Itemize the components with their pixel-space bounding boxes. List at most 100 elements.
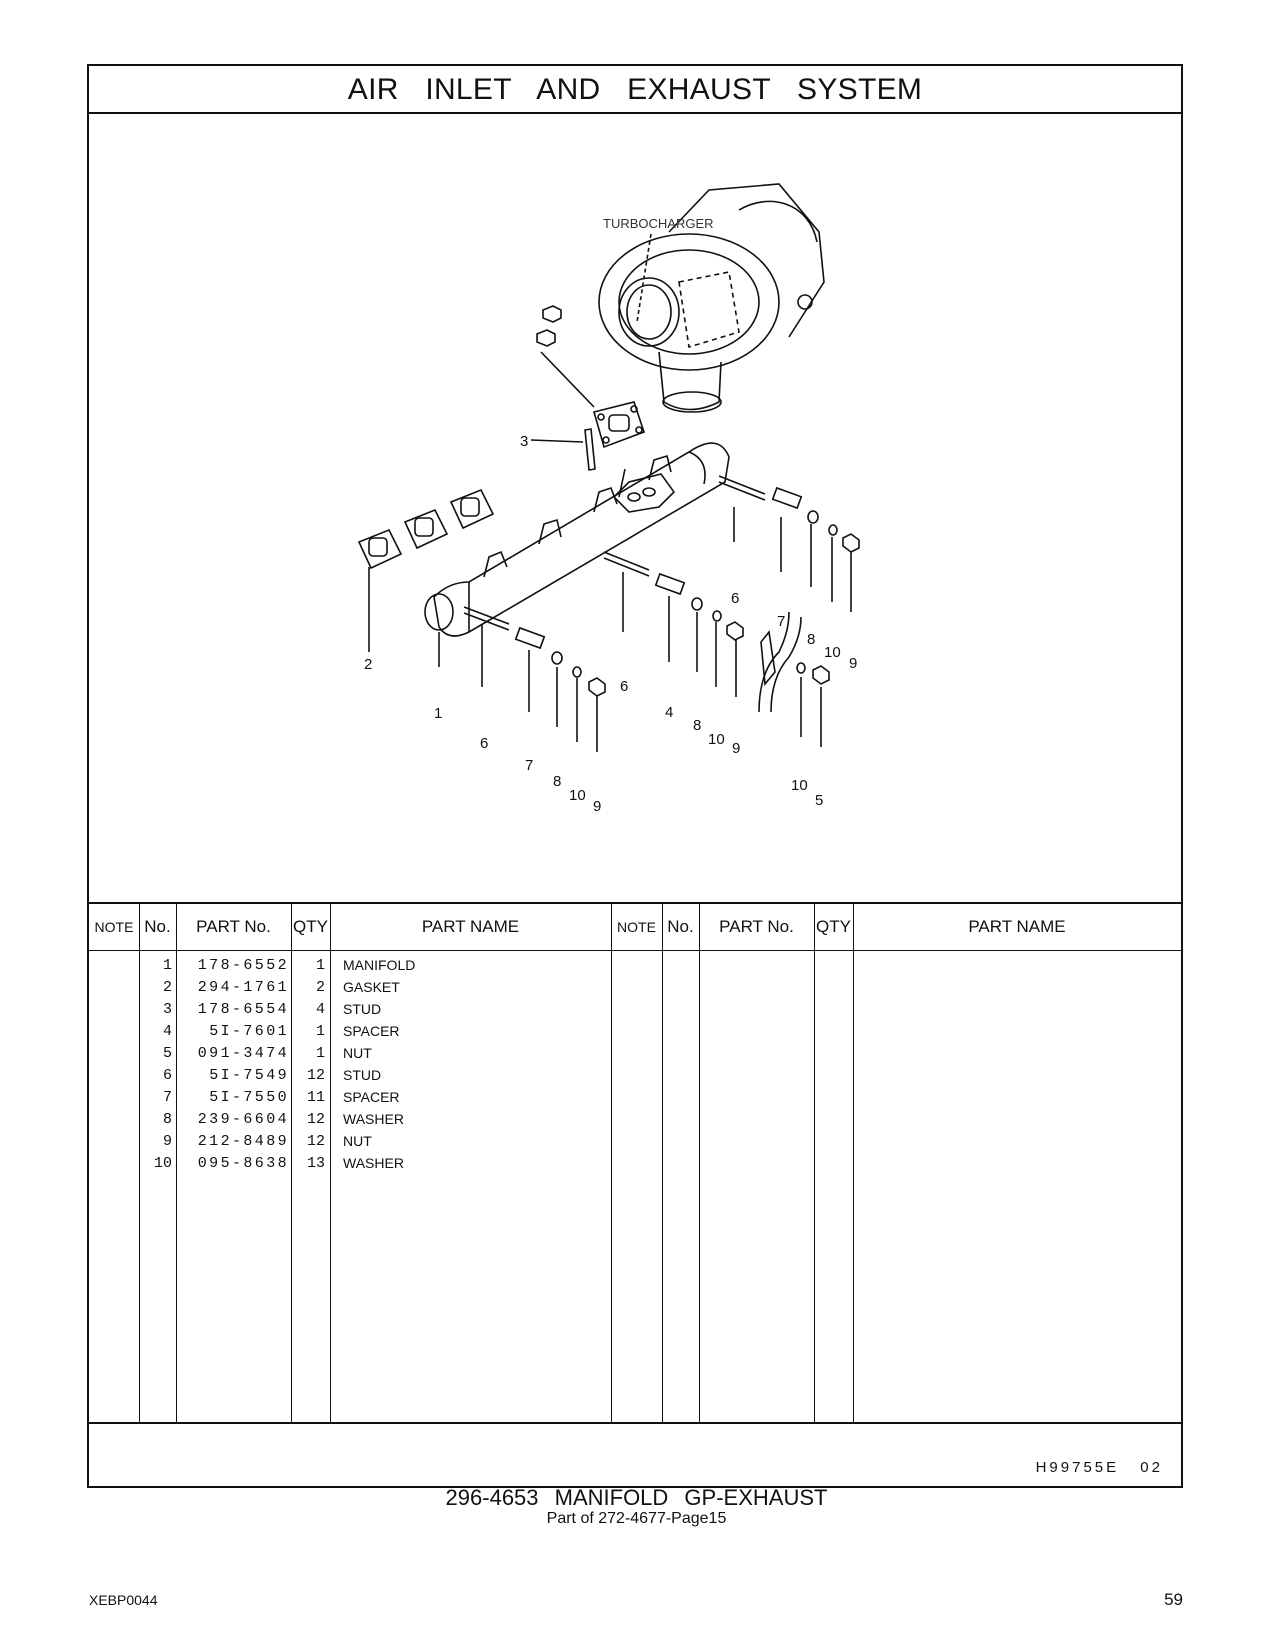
hardware-row-middle [603, 551, 744, 697]
row-number: 6 [162, 1067, 172, 1084]
parts-table: NOTE No. PART No. QTY PART NAME NOTE No.… [89, 902, 1181, 1424]
header-qty-2: QTY [816, 917, 851, 936]
hardware-row-left [463, 606, 606, 752]
parts-sheet: AIR INLET AND EXHAUST SYSTEM TURBOCHARGE… [87, 64, 1183, 1488]
header-part-no: PART No. [196, 917, 271, 936]
part-number: 178-6554 [197, 1001, 289, 1018]
callout-6-middle: 6 [620, 678, 628, 695]
row-number: 9 [162, 1133, 172, 1150]
col-divider [330, 904, 331, 1422]
turbocharger-label: TURBOCHARGER [603, 216, 714, 231]
part-number: 5I-7601 [209, 1023, 289, 1040]
col-divider [176, 904, 177, 1422]
quantity: 1 [315, 1023, 325, 1040]
part-number: 294-1761 [197, 979, 289, 996]
part-name: SPACER [343, 1023, 400, 1039]
callout-10-middle: 10 [708, 731, 725, 748]
part-number: 212-8489 [197, 1133, 289, 1150]
row-number: 1 [162, 957, 172, 974]
part-name: STUD [343, 1001, 382, 1017]
header-part-name: PART NAME [421, 917, 520, 936]
quantity: 1 [315, 957, 325, 974]
exploded-diagram: TURBOCHARGER [89, 112, 1181, 902]
table-header: NOTE No. PART No. QTY PART NAME NOTE No.… [89, 904, 1181, 951]
callout-9-left: 9 [593, 798, 601, 815]
col-divider [853, 904, 854, 1422]
callout-1: 1 [434, 705, 442, 722]
header-no: No. [144, 917, 171, 936]
callout-7-right: 7 [777, 613, 785, 630]
callout-9-middle: 9 [732, 740, 740, 757]
exhaust-manifold [424, 442, 730, 667]
part-name: MANIFOLD [343, 957, 416, 973]
table-row: 4 5I-7601 1 SPACER [89, 1020, 1181, 1043]
quantity: 12 [306, 1067, 325, 1084]
part-number: 5I-7549 [209, 1067, 289, 1084]
group-caption: 296-4653 MANIFOLD GP-EXHAUST [445, 1485, 828, 1510]
col-divider [611, 904, 612, 1422]
col-divider [291, 904, 292, 1422]
row-number: 5 [162, 1045, 172, 1062]
header-part-name-2: PART NAME [968, 917, 1066, 936]
bracket-pipe [758, 611, 830, 747]
part-name: WASHER [343, 1155, 404, 1171]
callout-6-right: 6 [731, 590, 739, 607]
callout-7-left: 7 [525, 757, 533, 774]
flange-gasket [593, 401, 646, 449]
part-name: NUT [343, 1133, 372, 1149]
col-divider [814, 904, 815, 1422]
row-number: 2 [162, 979, 172, 996]
header-qty: QTY [293, 917, 328, 936]
turbo-nuts [536, 305, 595, 408]
table-row: 10 095-8638 13 WASHER [89, 1152, 1181, 1175]
row-number: 8 [162, 1111, 172, 1128]
part-name: GASKET [343, 979, 400, 995]
part-name: SPACER [343, 1089, 400, 1105]
part-number: 239-6604 [197, 1111, 289, 1128]
part-number: 091-3474 [197, 1045, 289, 1062]
quantity: 12 [306, 1111, 325, 1128]
header-note-2: NOTE [617, 919, 656, 935]
row-number: 4 [162, 1023, 172, 1040]
row-number: 7 [162, 1089, 172, 1106]
page-number: 59 [1164, 1590, 1183, 1609]
stud-3 [530, 428, 596, 471]
col-divider [662, 904, 663, 1422]
callout-9-right: 9 [849, 655, 857, 672]
table-row: 3 178-6554 4 STUD [89, 998, 1181, 1021]
part-name: NUT [343, 1045, 372, 1061]
document-id: XEBP0044 [89, 1592, 158, 1608]
turbocharger-illustration: TURBOCHARGER [598, 183, 825, 413]
manifold-illustration: TURBOCHARGER [357, 183, 860, 815]
quantity: 4 [315, 1001, 325, 1018]
header-part-no-2: PART No. [719, 917, 794, 936]
quantity: 2 [315, 979, 325, 996]
page-title: AIR INLET AND EXHAUST SYSTEM [89, 66, 1181, 114]
table-row: 1 178-6552 1 MANIFOLD [89, 954, 1181, 977]
quantity: 11 [306, 1089, 325, 1106]
callout-labels: 3 2 1 6 7 8 10 9 6 4 8 10 9 6 7 8 10 9 1… [364, 433, 857, 815]
callout-10-right: 10 [824, 644, 841, 661]
table-row: 6 5I-7549 12 STUD [89, 1064, 1181, 1087]
col-divider [139, 904, 140, 1422]
part-name: STUD [343, 1067, 382, 1083]
callout-8-left: 8 [553, 773, 561, 790]
table-row: 9 212-8489 12 NUT [89, 1130, 1181, 1153]
callout-4: 4 [665, 704, 673, 721]
callout-2: 2 [364, 656, 372, 673]
row-number: 3 [162, 1001, 172, 1018]
callout-10-left: 10 [569, 787, 586, 804]
part-name: WASHER [343, 1111, 404, 1127]
callout-6-left: 6 [480, 735, 488, 752]
callout-3: 3 [520, 433, 528, 450]
table-row: 5 091-3474 1 NUT [89, 1042, 1181, 1065]
callout-5: 5 [815, 792, 823, 809]
quantity: 13 [306, 1155, 325, 1172]
exhaust-gaskets [357, 488, 495, 652]
part-number: 178-6552 [197, 957, 289, 974]
callout-8-middle: 8 [693, 717, 701, 734]
col-divider [699, 904, 700, 1422]
callout-10-bracket: 10 [791, 777, 808, 794]
table-row: 2 294-1761 2 GASKET [89, 976, 1181, 999]
quantity: 12 [306, 1133, 325, 1150]
